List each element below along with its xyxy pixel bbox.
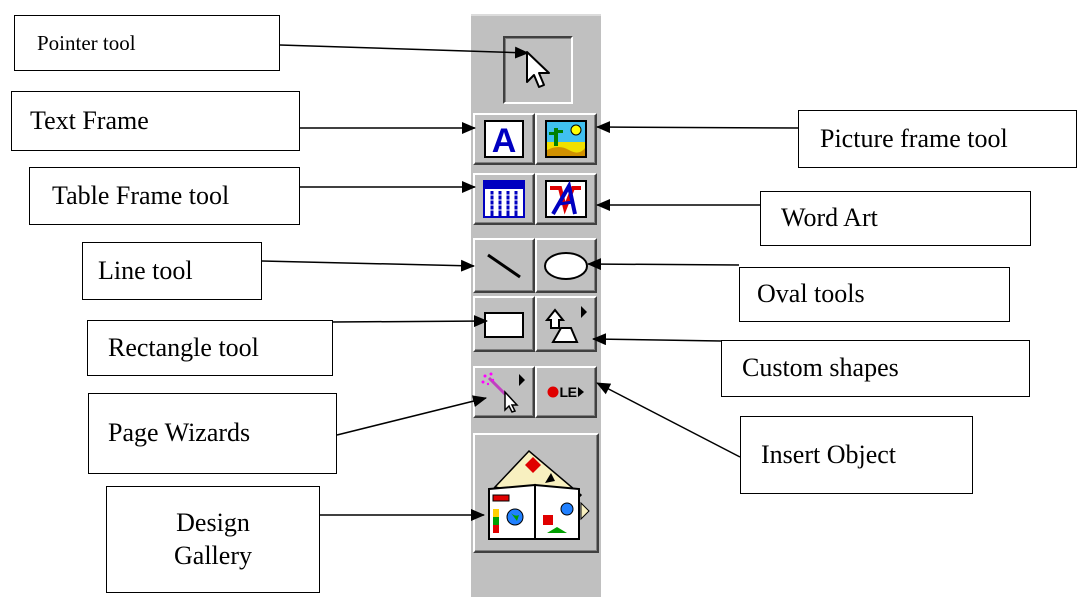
- page-wizards-button[interactable]: [473, 366, 535, 418]
- insert-object-button[interactable]: LE: [535, 366, 597, 418]
- label-picture-frame-tool: Picture frame tool: [798, 110, 1077, 168]
- insert-object-glyph: LE: [559, 384, 577, 400]
- triangle-right-icon: [578, 387, 585, 397]
- label-design-gallery: Design Gallery: [106, 486, 320, 593]
- pointer-icon: [526, 51, 550, 88]
- rectangle-icon: [484, 312, 524, 338]
- label-pointer-tool: Pointer tool: [14, 15, 280, 71]
- table-frame-icon: [483, 180, 525, 218]
- label-custom-shapes: Custom shapes: [721, 340, 1030, 397]
- pointer-tool-button[interactable]: [503, 36, 573, 104]
- label-rectangle-tool: Rectangle tool: [87, 320, 333, 376]
- red-dot-icon: [547, 386, 559, 398]
- arrow-rectangle-tool: [332, 315, 488, 328]
- arrow-oval-tools: [587, 258, 740, 271]
- page-wizard-icon: [481, 372, 525, 413]
- word-art-icon: [545, 180, 587, 218]
- picture-frame-icon: [545, 120, 587, 158]
- label-table-frame-tool: Table Frame tool: [29, 167, 300, 225]
- custom-shapes-icon: [544, 306, 587, 343]
- label-line-tool: Line tool: [82, 242, 262, 300]
- arrow-line-tool: [261, 259, 475, 272]
- label-design-gallery-line2: Gallery: [174, 540, 252, 570]
- label-insert-object: Insert Object: [740, 416, 973, 494]
- label-design-gallery-line1: Design: [176, 508, 250, 537]
- toolbar-top-edge: [471, 14, 601, 16]
- design-gallery-button[interactable]: [473, 433, 599, 553]
- text-frame-button[interactable]: A: [473, 113, 535, 165]
- arrow-pointer-tool: [279, 44, 529, 59]
- oval-tool-button[interactable]: [535, 238, 597, 293]
- picture-frame-button[interactable]: [535, 113, 597, 165]
- text-frame-glyph: A: [492, 122, 517, 158]
- oval-icon: [544, 251, 588, 280]
- line-icon: [487, 253, 521, 278]
- label-text-frame: Text Frame: [11, 91, 300, 151]
- table-frame-button[interactable]: [473, 173, 535, 225]
- insert-object-icon: LE: [547, 384, 586, 400]
- label-page-wizards: Page Wizards: [88, 393, 337, 474]
- label-word-art: Word Art: [760, 191, 1031, 246]
- arrow-insert-object: [596, 382, 741, 458]
- text-frame-icon: A: [484, 120, 524, 158]
- label-oval-tools: Oval tools: [739, 267, 1010, 322]
- custom-shapes-button[interactable]: [535, 296, 597, 352]
- arrow-page-wizards: [336, 395, 487, 436]
- arrow-picture-frame: [596, 121, 799, 134]
- arrow-custom-shapes: [592, 333, 722, 346]
- design-gallery-icon: [488, 449, 590, 540]
- word-art-button[interactable]: [535, 173, 597, 225]
- line-tool-button[interactable]: [473, 238, 535, 293]
